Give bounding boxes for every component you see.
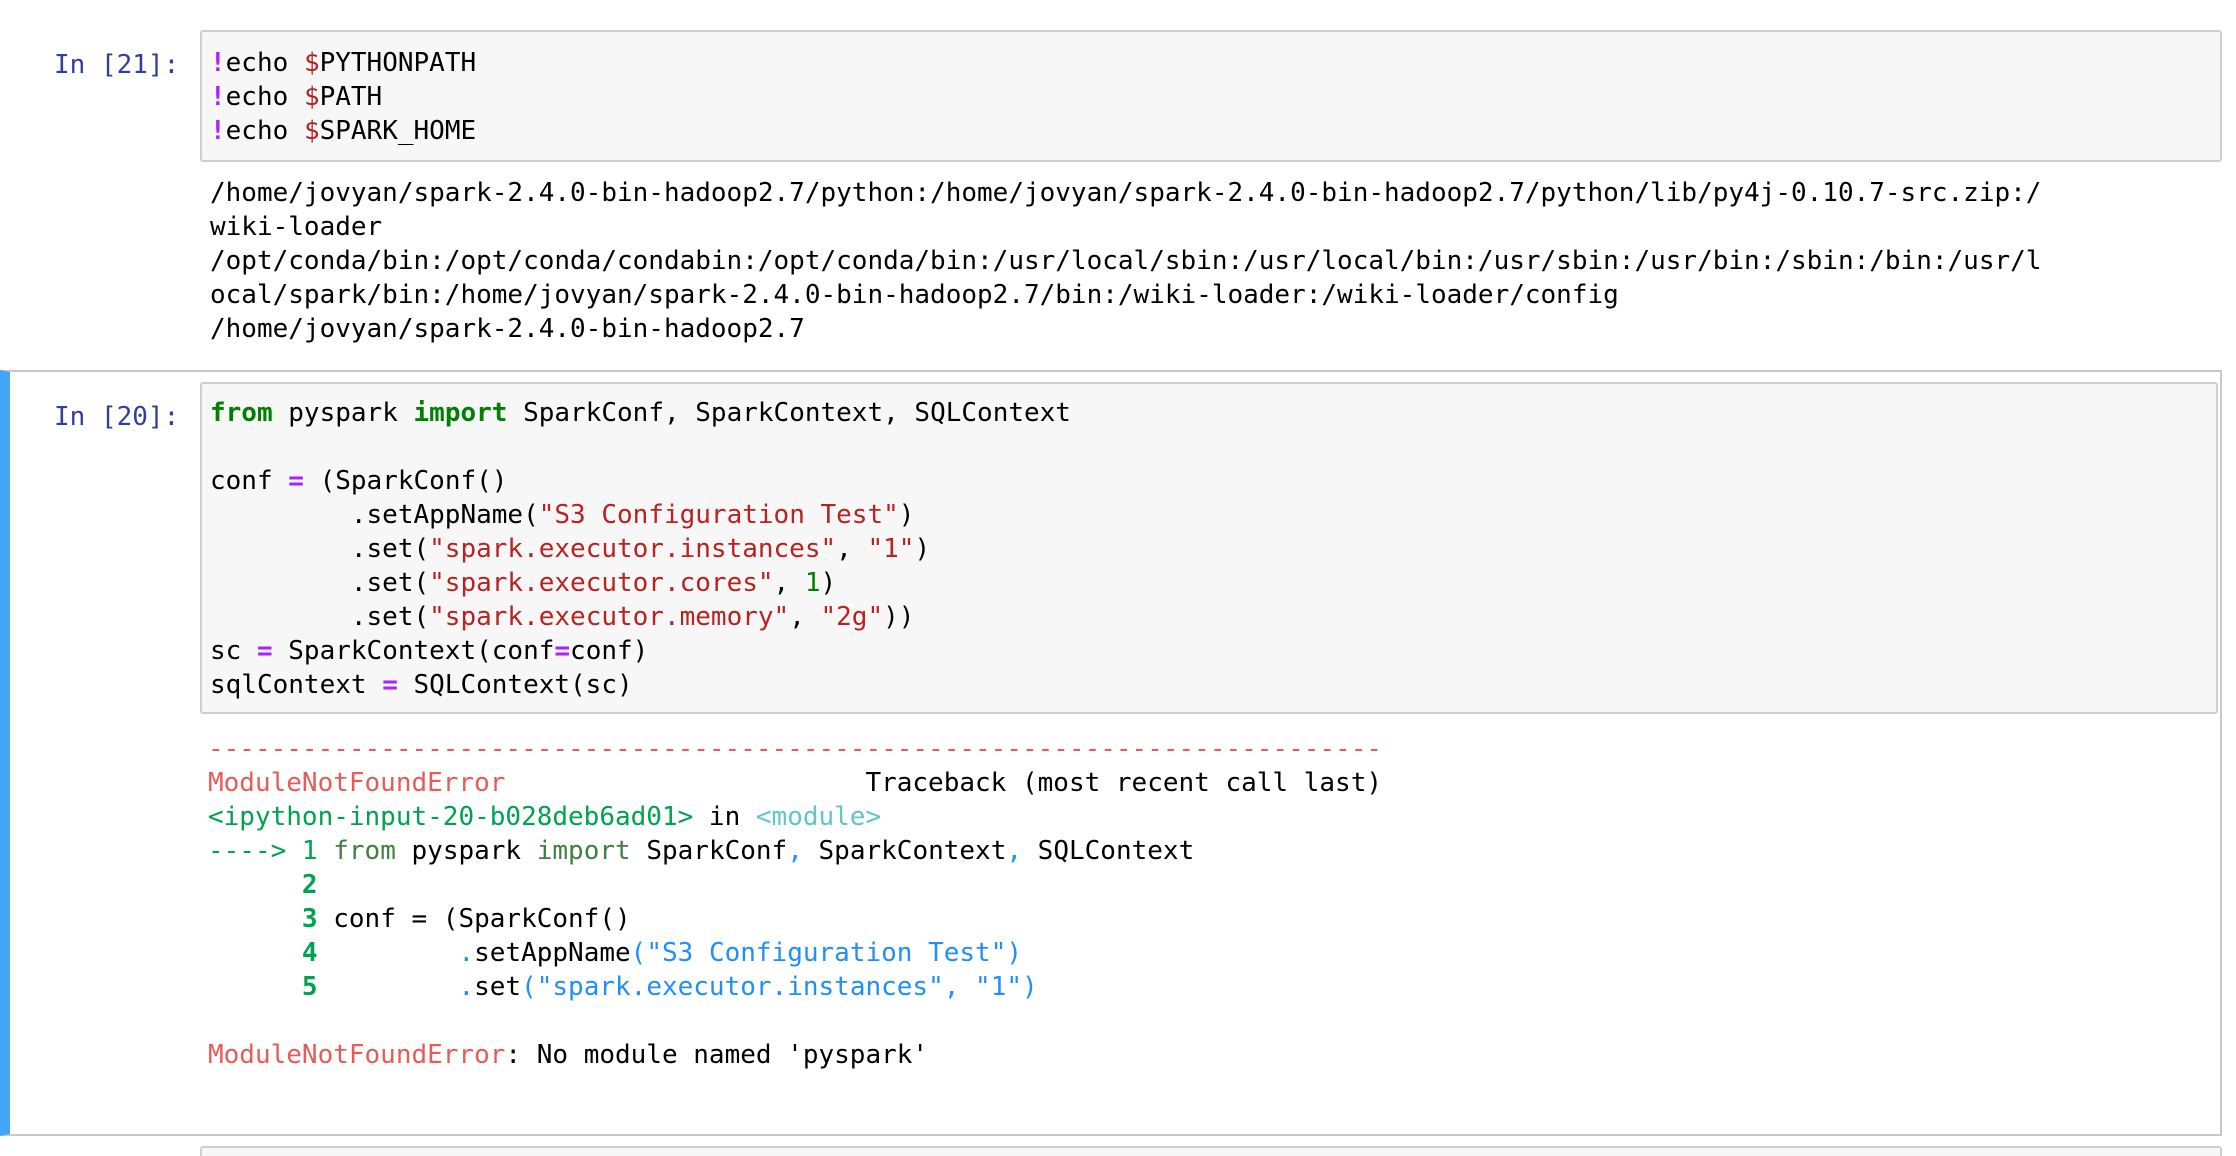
code-cell-21[interactable]: In [21]: !echo $PYTHONPATH !echo $PATH !… bbox=[0, 30, 2222, 360]
code-line: sqlContext = SQLContext(sc) bbox=[210, 670, 633, 700]
error-traceback: ----------------------------------------… bbox=[208, 732, 2198, 1072]
code-line: !echo $PYTHONPATH bbox=[210, 48, 477, 78]
traceback-line-3: 3 conf = (SparkConf() bbox=[301, 904, 631, 934]
cell-prompt: In [20]: bbox=[54, 402, 180, 432]
output-line: /opt/conda/bin:/opt/conda/condabin:/opt/… bbox=[210, 246, 2042, 276]
code-line: conf = (SparkConf() bbox=[210, 466, 508, 496]
code-line: from pyspark import SparkConf, SparkCont… bbox=[210, 398, 1071, 428]
traceback-line-1: ----> 1 from pyspark import SparkConf, S… bbox=[208, 836, 1195, 866]
code-line: !echo $PATH bbox=[210, 82, 383, 112]
traceback-location: <ipython-input-20-b028deb6ad01> in <modu… bbox=[208, 802, 882, 832]
traceback-error-message: ModuleNotFoundError: No module named 'py… bbox=[208, 1040, 929, 1070]
code-line: .set("spark.executor.memory", "2g")) bbox=[210, 602, 915, 632]
traceback-line-4: 4 .setAppName("S3 Configuration Test") bbox=[301, 938, 1023, 968]
code-input[interactable]: !echo $PYTHONPATH !echo $PATH !echo $SPA… bbox=[200, 30, 2222, 162]
code-line: !echo $SPARK_HOME bbox=[210, 116, 477, 146]
code-line: .set("spark.executor.instances", "1") bbox=[210, 534, 931, 564]
traceback-separator: ----------------------------------------… bbox=[208, 734, 1382, 764]
output-line: /home/jovyan/spark-2.4.0-bin-hadoop2.7 bbox=[210, 314, 805, 344]
code-input[interactable]: from pyspark import SparkConf, SparkCont… bbox=[200, 382, 2218, 714]
code-input-next-cell[interactable] bbox=[200, 1146, 2222, 1156]
code-line: .setAppName("S3 Configuration Test") bbox=[210, 500, 915, 530]
code-line: sc = SparkContext(conf=conf) bbox=[210, 636, 649, 666]
output-line: ocal/spark/bin:/home/jovyan/spark-2.4.0-… bbox=[210, 280, 1619, 310]
cell-prompt: In [21]: bbox=[54, 50, 180, 80]
output-line: /home/jovyan/spark-2.4.0-bin-hadoop2.7/p… bbox=[210, 178, 2042, 208]
code-line-blank bbox=[210, 430, 2208, 464]
code-line: .set("spark.executor.cores", 1) bbox=[210, 568, 837, 598]
traceback-line-5: 5 .set("spark.executor.instances", "1") bbox=[301, 972, 1038, 1002]
code-cell-20[interactable]: In [20]: from pyspark import SparkConf, … bbox=[0, 370, 2222, 1136]
cell-output: /home/jovyan/spark-2.4.0-bin-hadoop2.7/p… bbox=[210, 176, 2200, 346]
traceback-line-2: 2 bbox=[301, 870, 318, 900]
traceback-header: ModuleNotFoundError Traceback (most rece… bbox=[208, 768, 1383, 798]
traceback-blank bbox=[208, 1004, 2198, 1038]
output-line: wiki-loader bbox=[210, 212, 383, 242]
